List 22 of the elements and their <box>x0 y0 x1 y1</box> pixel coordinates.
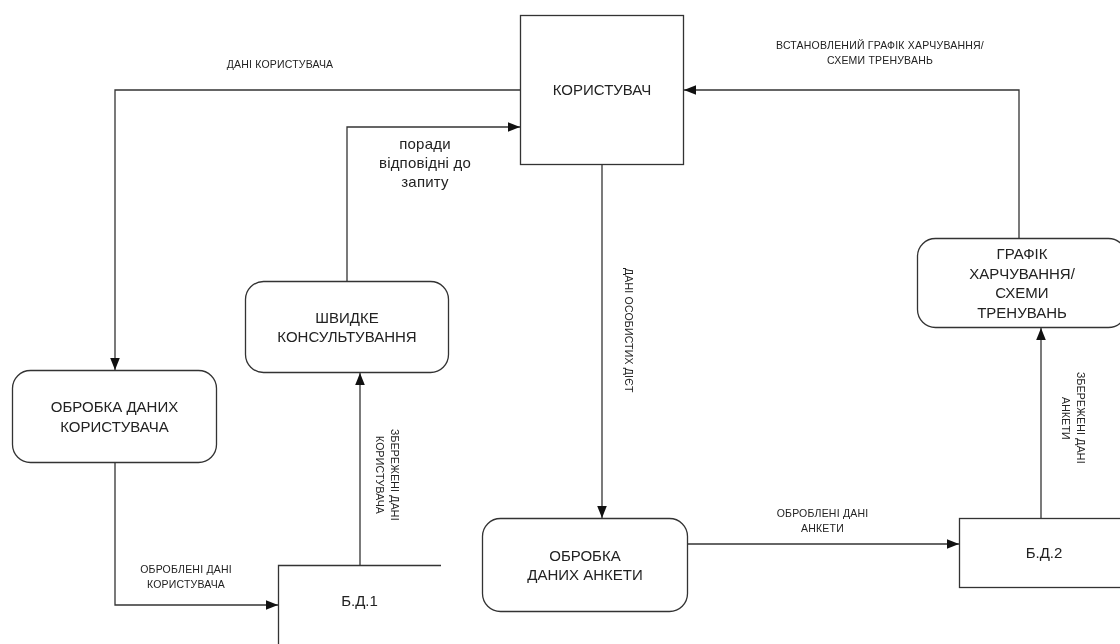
process-box <box>482 518 688 612</box>
arrow <box>1036 327 1046 519</box>
arrow <box>597 164 607 519</box>
entity-box <box>520 15 684 165</box>
arrow <box>110 89 521 371</box>
node-label: ОБРОБКА ДАНИХ АНКЕТИ <box>526 545 644 585</box>
node-label: Б.Д.1 <box>340 591 379 611</box>
node-label: Б.Д.2 <box>1024 543 1064 563</box>
node-label: ОБРОБКА ДАНИХ КОРИСТУВАЧА <box>49 397 180 436</box>
arrow <box>114 462 279 610</box>
node-label: КОРИСТУВАЧ <box>551 80 653 100</box>
arrow <box>687 539 960 549</box>
node-label: ГРАФІК ХАРЧУВАННЯ/ СХЕМИ ТРЕНУВАНЬ <box>968 244 1076 322</box>
arrow <box>683 85 1020 239</box>
process-box <box>12 370 217 463</box>
process-box <box>917 238 1120 328</box>
arrow <box>346 122 521 282</box>
arrow <box>355 372 365 566</box>
data-store <box>278 565 441 644</box>
entity-box <box>959 518 1120 588</box>
node-label: ШВИДКЕ КОНСУЛЬТУВАННЯ <box>276 307 418 347</box>
process-box <box>245 281 449 373</box>
